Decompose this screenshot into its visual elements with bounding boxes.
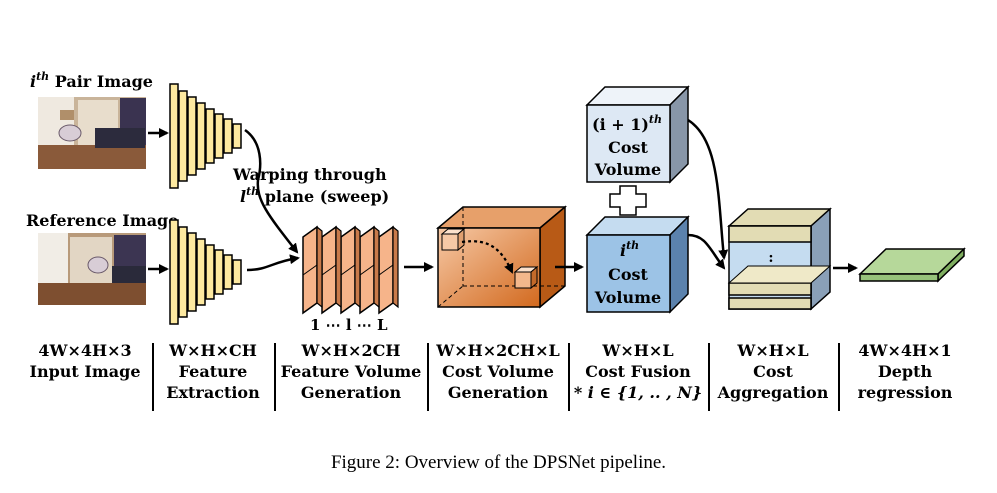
stage-cost-volume-generation: W×H×2CH×L Cost Volume Generation (429, 340, 567, 403)
stage-feature-extraction: W×H×CH Feature Extraction (154, 340, 272, 403)
cost-volume-cube (435, 205, 568, 309)
encoder-layer (232, 259, 242, 285)
encoder-layer (169, 219, 179, 325)
encoder-layer (205, 244, 215, 300)
warp-arrow (244, 128, 299, 254)
stage-subtitle: Extraction (166, 383, 260, 402)
stage-subtitle: Generation (447, 383, 549, 402)
encoder-layer (169, 83, 179, 189)
stage-cost-aggregation: W×H×L Cost Aggregation (710, 340, 836, 403)
encoder-layer (232, 123, 242, 149)
current-cost-volume-cube (585, 215, 690, 314)
feature-slab (359, 225, 380, 315)
stage-subtitle: Aggregation (717, 383, 829, 402)
pair-image (38, 97, 146, 169)
stage-divider (274, 343, 276, 411)
arrow-next-to-aggregation (687, 118, 729, 260)
stage-divider (152, 343, 154, 411)
encoder-layer (178, 226, 188, 318)
feature-slab (378, 225, 399, 315)
stage-title: Cost (753, 362, 793, 381)
stage-dim: W×H×2CH×L (436, 341, 560, 360)
next-cost-volume-cube (585, 85, 690, 184)
encoder-layer (223, 254, 233, 290)
feature-slab (340, 225, 361, 315)
stage-input-image: 4W×4H×3 Input Image (18, 340, 152, 382)
stage-dim: 4W×4H×1 (858, 341, 952, 360)
reference-image (38, 233, 146, 305)
feature-extractor-top (169, 83, 242, 189)
feature-volume-stack (302, 225, 399, 315)
stage-title: Depth (877, 362, 933, 381)
cur-cost-volume-label-l2: Cost (608, 265, 648, 284)
cost-aggregation-block (727, 207, 832, 311)
encoder-layer (178, 90, 188, 182)
stage-dim: W×H×L (737, 341, 809, 360)
stage-dim: W×H×L (602, 341, 674, 360)
stage-subtitle: regression (857, 383, 953, 402)
arrow-cur-to-aggregation (687, 233, 726, 270)
stage-divider (568, 343, 570, 411)
stage-title: Feature Volume (280, 362, 422, 381)
feature-slab (321, 225, 342, 315)
aggregation-dots: : (768, 250, 773, 266)
stage-title: Feature (178, 362, 248, 381)
stage-subtitle: Generation (300, 383, 402, 402)
warping-label-line2: lth plane (sweep) (240, 185, 389, 206)
sweep-index-label: 1 ⋯ l ⋯ L (310, 316, 388, 334)
next-cost-volume-label-l2: Cost (608, 138, 648, 157)
encoder-layer (187, 232, 197, 312)
stage-cost-fusion: W×H×L Cost Fusion * i ∈ {1, .. , N} (570, 340, 706, 403)
encoder-layer (214, 113, 224, 159)
stage-divider (708, 343, 710, 411)
stage-title: Cost Volume (442, 362, 554, 381)
stage-divider (427, 343, 429, 411)
feature-extractor-bottom (169, 219, 242, 325)
stage-title: Cost Fusion (585, 362, 691, 381)
stage-depth-regression: 4W×4H×1 Depth regression (840, 340, 970, 403)
encoder-layer (214, 249, 224, 295)
encoder-layer (187, 96, 197, 176)
stage-dim: W×H×CH (169, 341, 257, 360)
stage-dim: 4W×4H×3 (38, 341, 132, 360)
figure-caption: Figure 2: Overview of the DPSNet pipelin… (330, 452, 667, 473)
cur-cost-volume-label-l1: ith (620, 239, 639, 260)
encoder-layer (196, 238, 206, 306)
stage-dim: W×H×2CH (301, 341, 401, 360)
next-cost-volume-label-l3: Volume (594, 160, 661, 179)
stage-divider (838, 343, 840, 411)
arrow-ref-features (246, 254, 300, 272)
warping-label-line1: Warping through (232, 165, 387, 184)
stage-feature-volume-generation: W×H×2CH Feature Volume Generation (276, 340, 426, 403)
stage-title: Input Image (29, 362, 141, 381)
encoder-layer (223, 118, 233, 154)
reference-image-label: Reference Image (26, 211, 178, 230)
plus-icon (609, 185, 647, 216)
depth-map-slab (858, 247, 966, 283)
pair-image-label: ith Pair Image (30, 70, 153, 91)
stage-subtitle: * i ∈ {1, .. , N} (573, 383, 703, 402)
next-cost-volume-label-l1: (i + 1)th (592, 113, 662, 134)
cur-cost-volume-label-l3: Volume (594, 288, 661, 307)
encoder-layer (205, 108, 215, 164)
feature-slab (302, 225, 323, 315)
encoder-layer (196, 102, 206, 170)
